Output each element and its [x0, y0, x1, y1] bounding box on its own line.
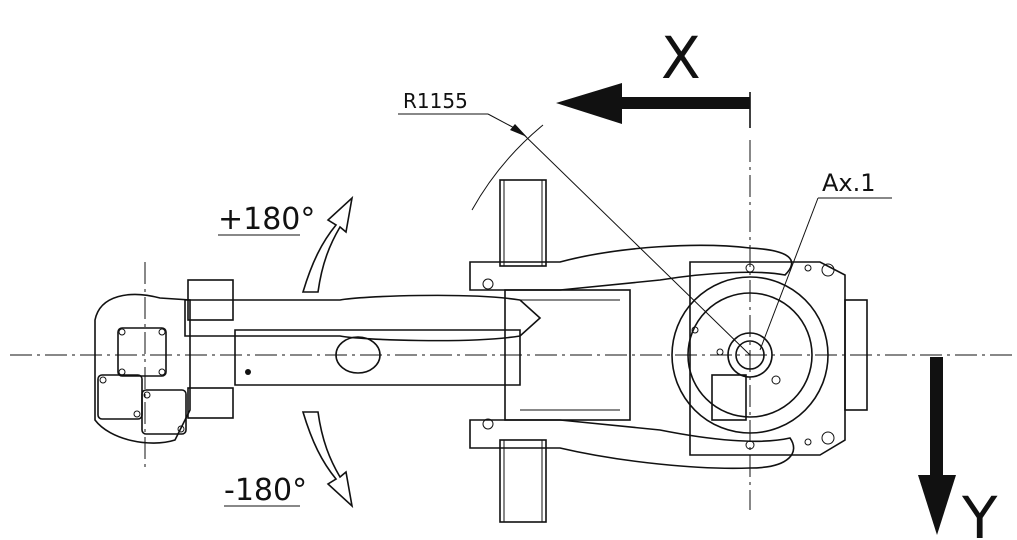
upper-arm	[184, 279, 542, 419]
rotation-negative-arrow	[301, 411, 354, 509]
axis-one-dimension	[759, 197, 892, 351]
radius-dimension	[398, 113, 751, 356]
upper-motor-post	[499, 179, 547, 267]
lower-arm	[469, 244, 795, 470]
y-axis-label: Y	[961, 484, 998, 540]
lower-motor-post	[499, 439, 547, 523]
y-axis-arrow	[918, 357, 956, 535]
wrist-assembly	[94, 293, 191, 444]
base-housing	[671, 261, 868, 456]
radius-label: R1155	[403, 89, 468, 113]
rotation-positive-label: +180°	[218, 202, 315, 237]
x-axis-arrow	[556, 83, 751, 128]
axis-one-label: Ax.1	[822, 169, 876, 197]
rotation-negative-label: -180°	[224, 473, 307, 508]
x-axis-label: X	[661, 24, 701, 92]
rotation-positive-arrow	[301, 195, 354, 293]
center-lines	[10, 140, 1017, 510]
